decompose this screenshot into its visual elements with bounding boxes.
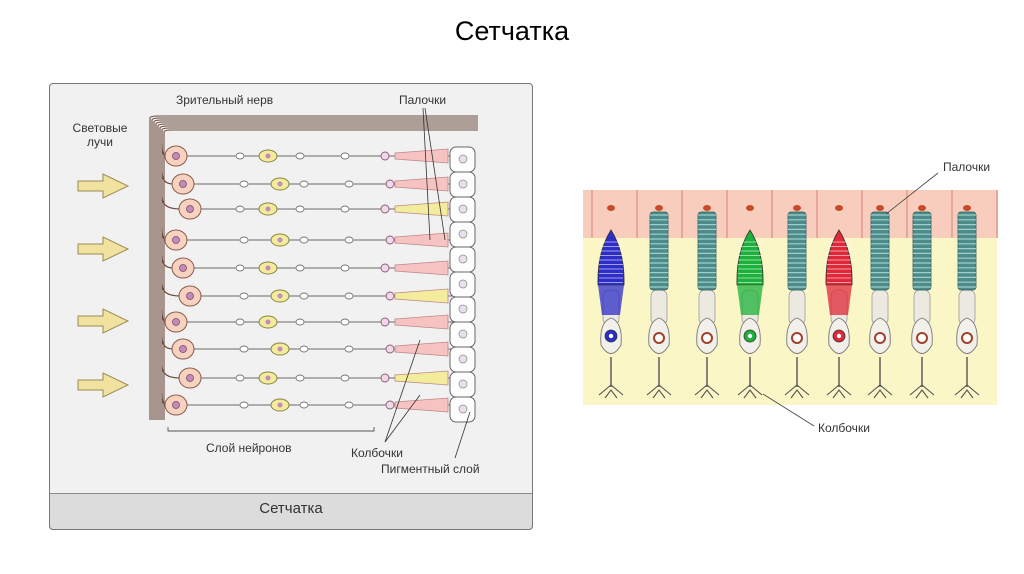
- epithelium-granule: [876, 205, 884, 211]
- rod-nucleus: [792, 333, 802, 343]
- rod-outer-segment: [958, 212, 976, 290]
- epithelium-granule: [607, 205, 615, 211]
- epithelium-granule: [655, 205, 663, 211]
- cone-nucleus-highlight: [609, 334, 613, 338]
- epithelium-granule: [793, 205, 801, 211]
- epithelium-granule: [918, 205, 926, 211]
- rod-outer-segment: [871, 212, 889, 290]
- rod-outer-segment: [650, 212, 668, 290]
- cones-label-right: Колбочки: [818, 421, 870, 435]
- cone-nucleus-highlight: [837, 334, 841, 338]
- rods-label-right: Палочки: [943, 160, 990, 174]
- rod-nucleus: [917, 333, 927, 343]
- cone-nucleus-highlight: [748, 334, 752, 338]
- rod-nucleus: [654, 333, 664, 343]
- rod-nucleus: [875, 333, 885, 343]
- rod-outer-segment: [788, 212, 806, 290]
- epithelium-granule: [963, 205, 971, 211]
- epithelium-granule: [746, 205, 754, 211]
- rod-nucleus: [702, 333, 712, 343]
- rod-nucleus: [962, 333, 972, 343]
- epithelium-granule: [703, 205, 711, 211]
- cone-inner-segment: [737, 285, 763, 315]
- cone-inner-segment: [826, 285, 852, 315]
- rod-outer-segment: [698, 212, 716, 290]
- cone-inner-segment: [598, 285, 624, 315]
- rod-outer-segment: [913, 212, 931, 290]
- epithelium-granule: [835, 205, 843, 211]
